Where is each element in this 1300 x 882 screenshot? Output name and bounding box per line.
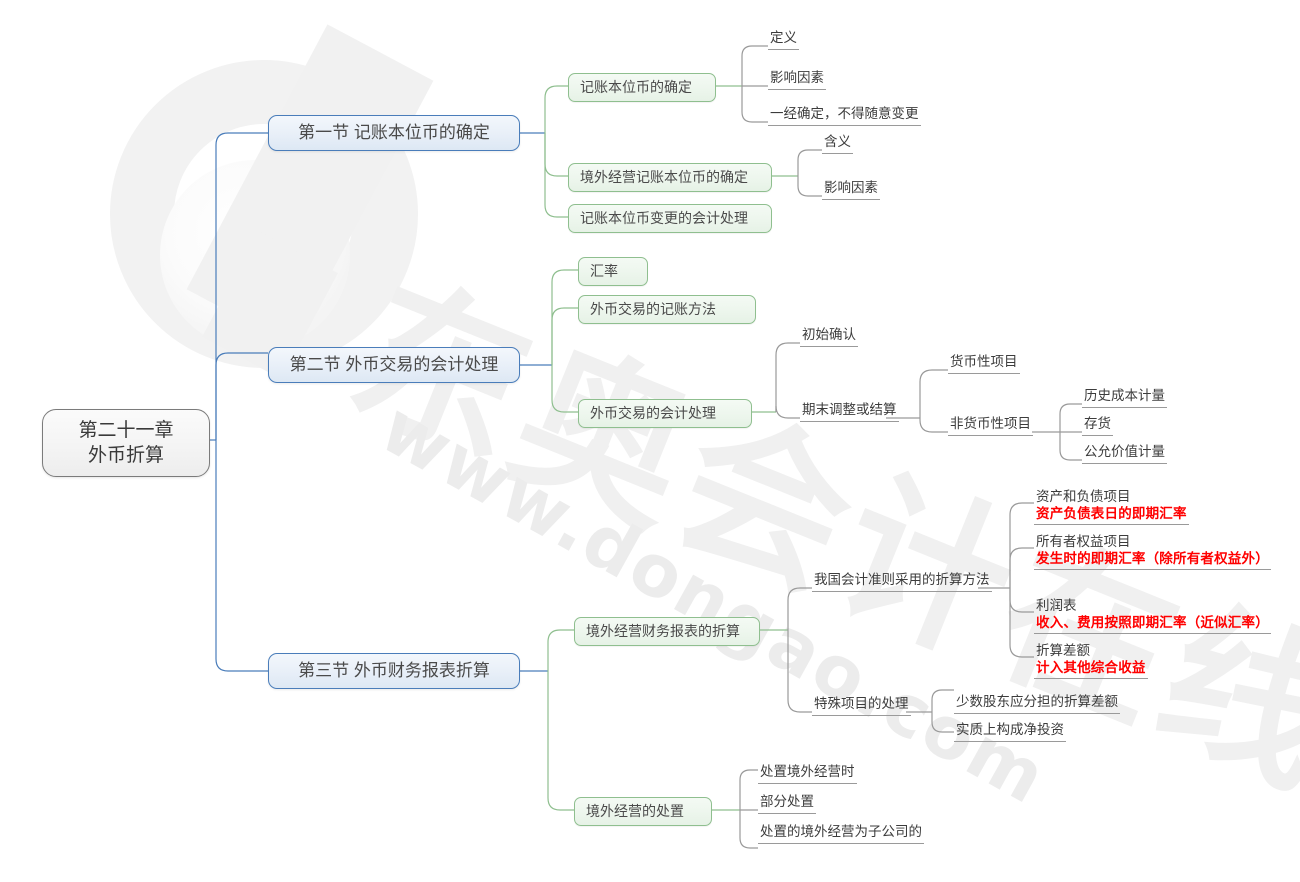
leaf-node[interactable]: 定义 xyxy=(768,29,799,50)
method-title: 利润表 xyxy=(1036,598,1077,613)
root-line-2: 外币折算 xyxy=(87,445,164,466)
leaf-node[interactable]: 初始确认 xyxy=(800,326,858,347)
leaf-node[interactable]: 影响因素 xyxy=(822,179,880,200)
topic-node-s2t1[interactable]: 汇率 xyxy=(578,257,648,286)
method-title: 资产和负债项目 xyxy=(1036,489,1131,504)
leaf-node[interactable]: 处置的境外经营为子公司的 xyxy=(758,823,924,844)
section-node-2[interactable]: 第二节 外币交易的会计处理 xyxy=(268,347,520,383)
leaf-node[interactable]: 期末调整或结算 xyxy=(800,401,899,422)
method-rule: 收入、费用按照即期汇率（近似汇率） xyxy=(1036,615,1269,630)
method-rule: 计入其他综合收益 xyxy=(1036,660,1146,675)
leaf-node[interactable]: 特殊项目的处理 xyxy=(812,695,911,716)
leaf-node-method[interactable]: 折算差额 计入其他综合收益 xyxy=(1034,642,1148,679)
leaf-node[interactable]: 部分处置 xyxy=(758,793,816,814)
method-rule: 发生时的即期汇率（除所有者权益外） xyxy=(1036,551,1269,566)
leaf-node[interactable]: 含义 xyxy=(822,133,853,154)
leaf-node[interactable]: 实质上构成净投资 xyxy=(954,721,1066,742)
leaf-node[interactable]: 存货 xyxy=(1082,415,1113,436)
leaf-node-method[interactable]: 所有者权益项目 发生时的即期汇率（除所有者权益外） xyxy=(1034,533,1271,570)
leaf-node[interactable]: 我国会计准则采用的折算方法 xyxy=(812,571,992,592)
leaf-node[interactable]: 非货币性项目 xyxy=(948,415,1033,436)
leaf-node[interactable]: 公允价值计量 xyxy=(1082,443,1167,464)
section-node-3[interactable]: 第三节 外币财务报表折算 xyxy=(268,653,520,689)
leaf-node-method[interactable]: 利润表 收入、费用按照即期汇率（近似汇率） xyxy=(1034,597,1271,634)
topic-node-s2t2[interactable]: 外币交易的记账方法 xyxy=(578,295,756,324)
section-node-1[interactable]: 第一节 记账本位币的确定 xyxy=(268,115,520,151)
topic-node-s2t3[interactable]: 外币交易的会计处理 xyxy=(578,399,752,428)
leaf-node[interactable]: 一经确定，不得随意变更 xyxy=(768,105,921,126)
root-node[interactable]: 第二十一章 外币折算 xyxy=(42,409,210,477)
leaf-node[interactable]: 历史成本计量 xyxy=(1082,387,1167,408)
root-line-1: 第二十一章 xyxy=(78,420,174,441)
leaf-node[interactable]: 处置境外经营时 xyxy=(758,763,857,784)
topic-node-s1t1[interactable]: 记账本位币的确定 xyxy=(568,73,716,102)
leaf-node[interactable]: 货币性项目 xyxy=(948,353,1020,374)
topic-node-s3t1[interactable]: 境外经营财务报表的折算 xyxy=(574,617,760,646)
topic-node-s1t3[interactable]: 记账本位币变更的会计处理 xyxy=(568,204,772,233)
method-title: 所有者权益项目 xyxy=(1036,534,1131,549)
topic-node-s3t2[interactable]: 境外经营的处置 xyxy=(574,797,712,826)
method-rule: 资产负债表日的即期汇率 xyxy=(1036,506,1187,521)
leaf-node-method[interactable]: 资产和负债项目 资产负债表日的即期汇率 xyxy=(1034,488,1189,525)
topic-node-s1t2[interactable]: 境外经营记账本位币的确定 xyxy=(568,163,772,192)
leaf-node[interactable]: 少数股东应分担的折算差额 xyxy=(954,693,1120,714)
leaf-node[interactable]: 影响因素 xyxy=(768,69,826,90)
method-title: 折算差额 xyxy=(1036,643,1090,658)
